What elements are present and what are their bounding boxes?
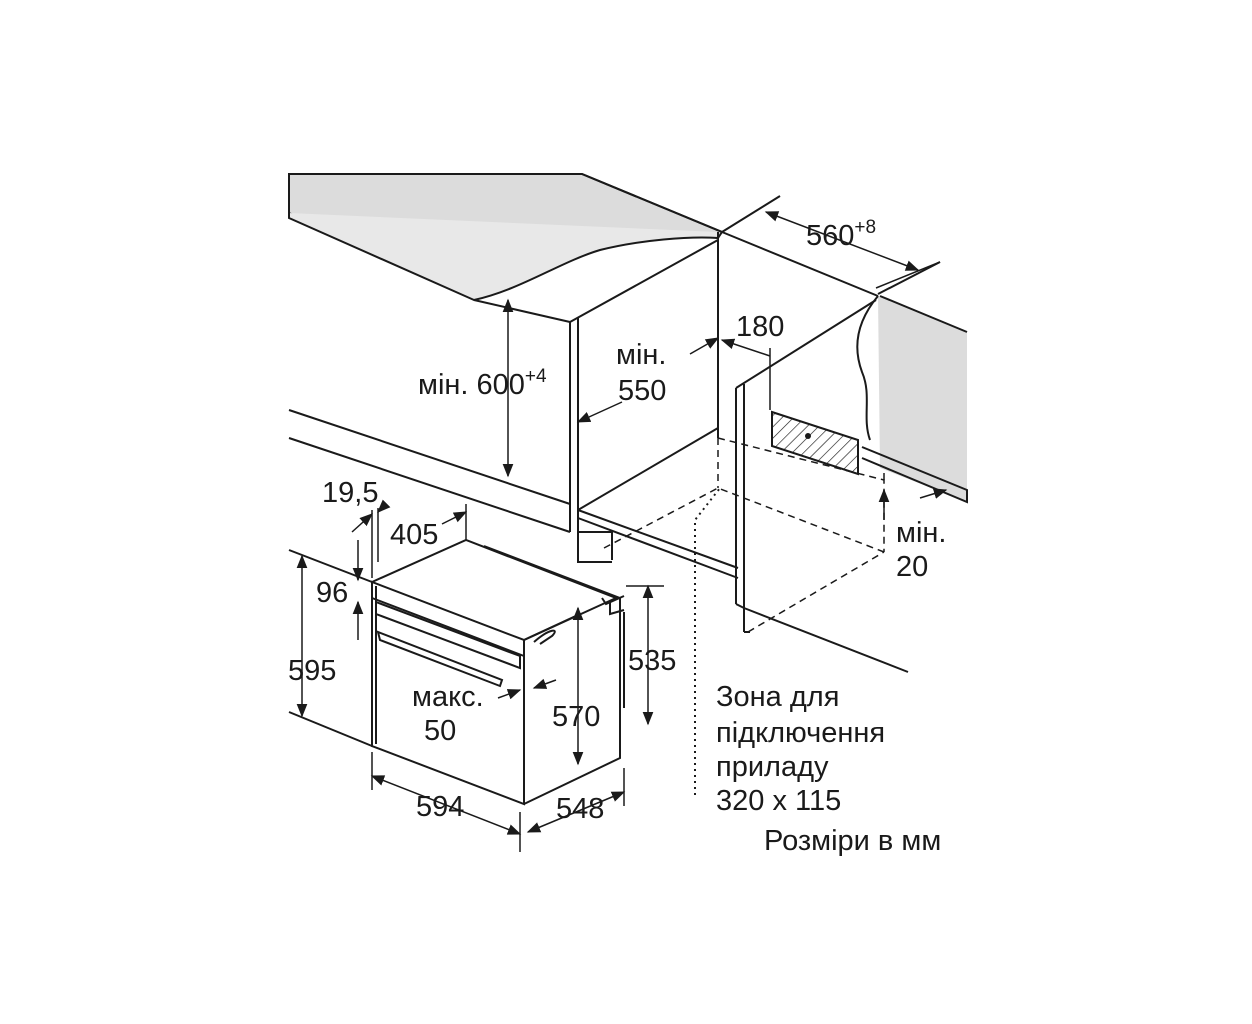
oven-handle [376,630,504,688]
max-value: 50 [424,715,456,747]
connection-zone-text: Зона для підключення приладу 320 x 115 [716,681,885,817]
width-niche-label: 560+8 [806,217,876,252]
min-depth-label: мін. [616,339,666,371]
cabinet-unit [288,173,968,795]
body-height-side-label: 535 [628,645,676,677]
dimension-lines [296,211,948,852]
total-height-label: 595 [288,655,336,687]
panel-height-label: 96 [316,577,348,609]
connection-zone-hatch [771,410,859,476]
connection-offset-label: 180 [736,311,784,343]
connection-zone-line-2: підключення [716,717,885,749]
min-height-label: мін. 600+4 [418,366,547,401]
back-gap-value: 20 [896,551,928,583]
units-note: Розміри в мм [764,825,941,857]
top-depth-label: 405 [390,519,438,551]
countertop-edge [288,213,719,302]
oven-appliance [288,538,625,806]
body-depth-label: 548 [556,793,604,825]
back-gap-label: мін. [896,517,946,549]
connection-zone-line-3: приладу [716,751,829,783]
connection-zone-line-4: 320 x 115 [716,785,841,817]
dimension-labels: 560+8 180 мін. 550 мін. 600+4 мін. 20 19… [288,217,946,825]
connection-zone-line-1: Зона для [716,681,839,713]
max-label: макс. [412,681,484,713]
front-offset-label: 19,5 [322,477,378,509]
min-depth-value: 550 [618,375,666,407]
front-width-label: 594 [416,791,464,823]
countertop-right [878,296,967,502]
body-height-inner-label: 570 [552,701,600,733]
